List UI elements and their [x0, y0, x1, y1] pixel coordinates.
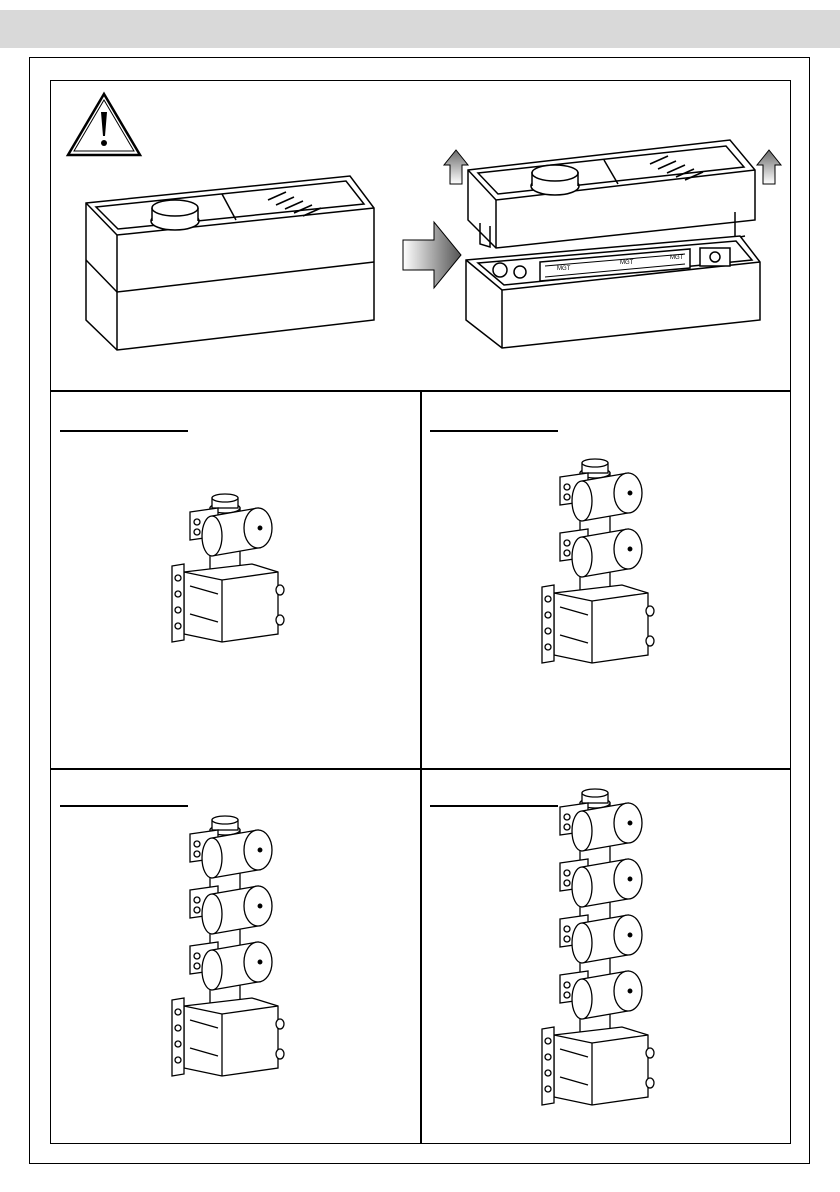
outlet-connector [276, 1049, 284, 1059]
bracket-screw [564, 824, 570, 830]
plate-screw [545, 1070, 551, 1076]
plate-screw [545, 1038, 551, 1044]
cartridge-rear [572, 481, 592, 521]
bracket-screw [194, 897, 200, 903]
mixing-body [184, 998, 278, 1076]
plate-screw [545, 628, 551, 634]
plate-screw [175, 623, 181, 629]
arrow-right-icon [403, 222, 461, 288]
plate-screw [175, 1025, 181, 1031]
valve-assembly [172, 494, 284, 642]
cartridge-spindle [258, 526, 262, 530]
cartridge-rear [572, 537, 592, 577]
cartridge-rear [572, 811, 592, 851]
plate-screw [545, 596, 551, 602]
cartridge-spindle [628, 989, 632, 993]
arrow-up-icon [444, 150, 468, 184]
plate-screw [545, 1054, 551, 1060]
open-base [466, 236, 760, 348]
config-3-label-rule [60, 805, 188, 807]
pipe-cap [212, 494, 238, 502]
valve-assembly [172, 816, 284, 1076]
plate-screw [545, 1086, 551, 1092]
bracket-screw [194, 907, 200, 913]
valve-4-cartridges [520, 785, 680, 1120]
plate-screw [545, 612, 551, 618]
plate-screw [175, 575, 181, 581]
config-2-label-rule [430, 430, 558, 432]
packaging-print: MGT [670, 255, 684, 261]
bracket-screw [564, 936, 570, 942]
cartridge-spindle [628, 933, 632, 937]
bracket-screw [564, 880, 570, 886]
pipe-cap [212, 816, 238, 824]
closed-box [86, 176, 374, 350]
bracket-screw [194, 841, 200, 847]
valve-assembly [542, 459, 654, 663]
plate-screw [175, 1057, 181, 1063]
bracket-screw [564, 926, 570, 932]
bracket-screw [194, 529, 200, 535]
valve-assembly [542, 789, 654, 1105]
valve-2-cartridges [520, 455, 680, 680]
outlet-connector [646, 1048, 654, 1058]
outlet-connector [276, 615, 284, 625]
cartridge-spindle [628, 877, 632, 881]
plate-screw [545, 644, 551, 650]
cartridge-rear [202, 838, 222, 878]
valve-3-cartridges [150, 812, 310, 1087]
bracket-screw [564, 484, 570, 490]
cartridge-rear [572, 979, 592, 1019]
vertical-divider [420, 390, 422, 1144]
outlet-connector [646, 636, 654, 646]
bracket-screw [564, 814, 570, 820]
valve-1-cartridge [150, 490, 310, 660]
outlet-connector [276, 585, 284, 595]
pipe-cap [582, 459, 608, 467]
bracket-screw [564, 870, 570, 876]
bracket-screw [564, 982, 570, 988]
packaging-print: MGT [620, 260, 634, 266]
cartridge-spindle [628, 547, 632, 551]
bracket-screw [194, 963, 200, 969]
cartridge-spindle [258, 904, 262, 908]
config-1-label-rule [60, 430, 188, 432]
plate-screw [175, 591, 181, 597]
outlet-connector [646, 1078, 654, 1088]
bracket-screw [564, 992, 570, 998]
cartridge-rear [202, 516, 222, 556]
mixing-body [184, 564, 278, 642]
lifted-lid [468, 140, 755, 248]
pipe-cap [582, 789, 608, 797]
cartridge-rear [572, 923, 592, 963]
mixing-body [554, 585, 648, 663]
cartridge-rear [202, 950, 222, 990]
bracket-screw [194, 953, 200, 959]
bracket-screw [564, 494, 570, 500]
cartridge-rear [202, 894, 222, 934]
cartridge-spindle [628, 491, 632, 495]
bracket-screw [564, 550, 570, 556]
plate-screw [175, 1009, 181, 1015]
warning-triangle-icon [68, 94, 140, 155]
packaging-print: MGT [557, 266, 571, 272]
cartridge-spindle [258, 848, 262, 852]
bracket-screw [194, 851, 200, 857]
cartridge-rear [572, 867, 592, 907]
mixing-body [554, 1027, 648, 1105]
plate-screw [175, 1041, 181, 1047]
cartridge-spindle [628, 821, 632, 825]
cartridge-spindle [258, 960, 262, 964]
bracket-screw [564, 540, 570, 546]
arrow-up-icon [757, 150, 781, 184]
outlet-connector [646, 606, 654, 616]
bracket-screw [194, 519, 200, 525]
outlet-connector [276, 1019, 284, 1029]
plate-screw [175, 607, 181, 613]
